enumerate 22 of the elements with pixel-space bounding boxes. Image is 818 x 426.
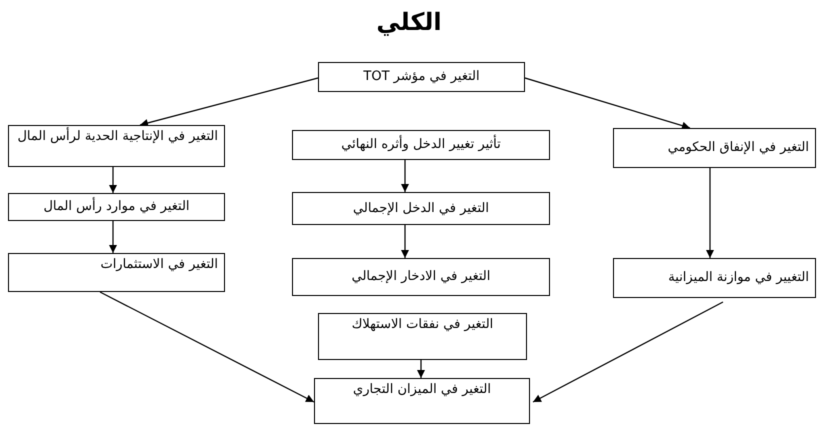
process-box: التغير في مؤشر TOT bbox=[318, 62, 525, 92]
process-box: التغير في نفقات الاستهلاك bbox=[318, 313, 527, 360]
process-box: التغيير في موازنة الميزانية bbox=[613, 258, 816, 298]
title: الكلي bbox=[375, 8, 443, 36]
process-box: التغير في الإنتاجية الحدية لرأس المال bbox=[8, 125, 225, 167]
arrow bbox=[401, 160, 409, 192]
arrow bbox=[100, 291, 314, 403]
process-box: التغير في الادخار الإجمالي bbox=[292, 258, 550, 296]
arrow bbox=[706, 168, 714, 258]
arrow bbox=[109, 221, 117, 253]
arrow bbox=[417, 360, 425, 378]
process-box: التغير في الاستثمارات bbox=[8, 253, 225, 292]
process-box: التغير في موارد رأس المال bbox=[8, 193, 225, 221]
arrow bbox=[401, 225, 409, 258]
arrow bbox=[524, 77, 690, 130]
process-box: التغير في الدخل الإجمالي bbox=[292, 192, 550, 225]
process-box: تأثير تغيير الدخل وأثره النهائي bbox=[292, 130, 550, 160]
process-box: التغير في الميزان التجاري bbox=[314, 378, 530, 424]
arrow bbox=[532, 301, 724, 403]
arrow bbox=[109, 167, 117, 193]
process-box: التغير في الإنفاق الحكومي bbox=[613, 128, 816, 168]
arrow bbox=[140, 77, 318, 127]
